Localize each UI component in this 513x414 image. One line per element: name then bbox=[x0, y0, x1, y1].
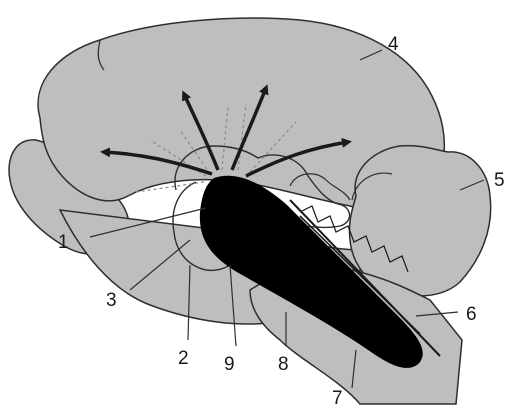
label-1: 1 bbox=[58, 232, 69, 253]
label-5: 5 bbox=[494, 170, 505, 191]
label-7: 7 bbox=[332, 388, 343, 409]
label-2: 2 bbox=[178, 348, 189, 369]
label-9: 9 bbox=[224, 354, 235, 375]
label-8: 8 bbox=[278, 354, 289, 375]
label-3: 3 bbox=[106, 290, 117, 311]
cerebellum bbox=[349, 146, 490, 296]
label-4: 4 bbox=[388, 34, 399, 55]
label-6: 6 bbox=[466, 304, 477, 325]
